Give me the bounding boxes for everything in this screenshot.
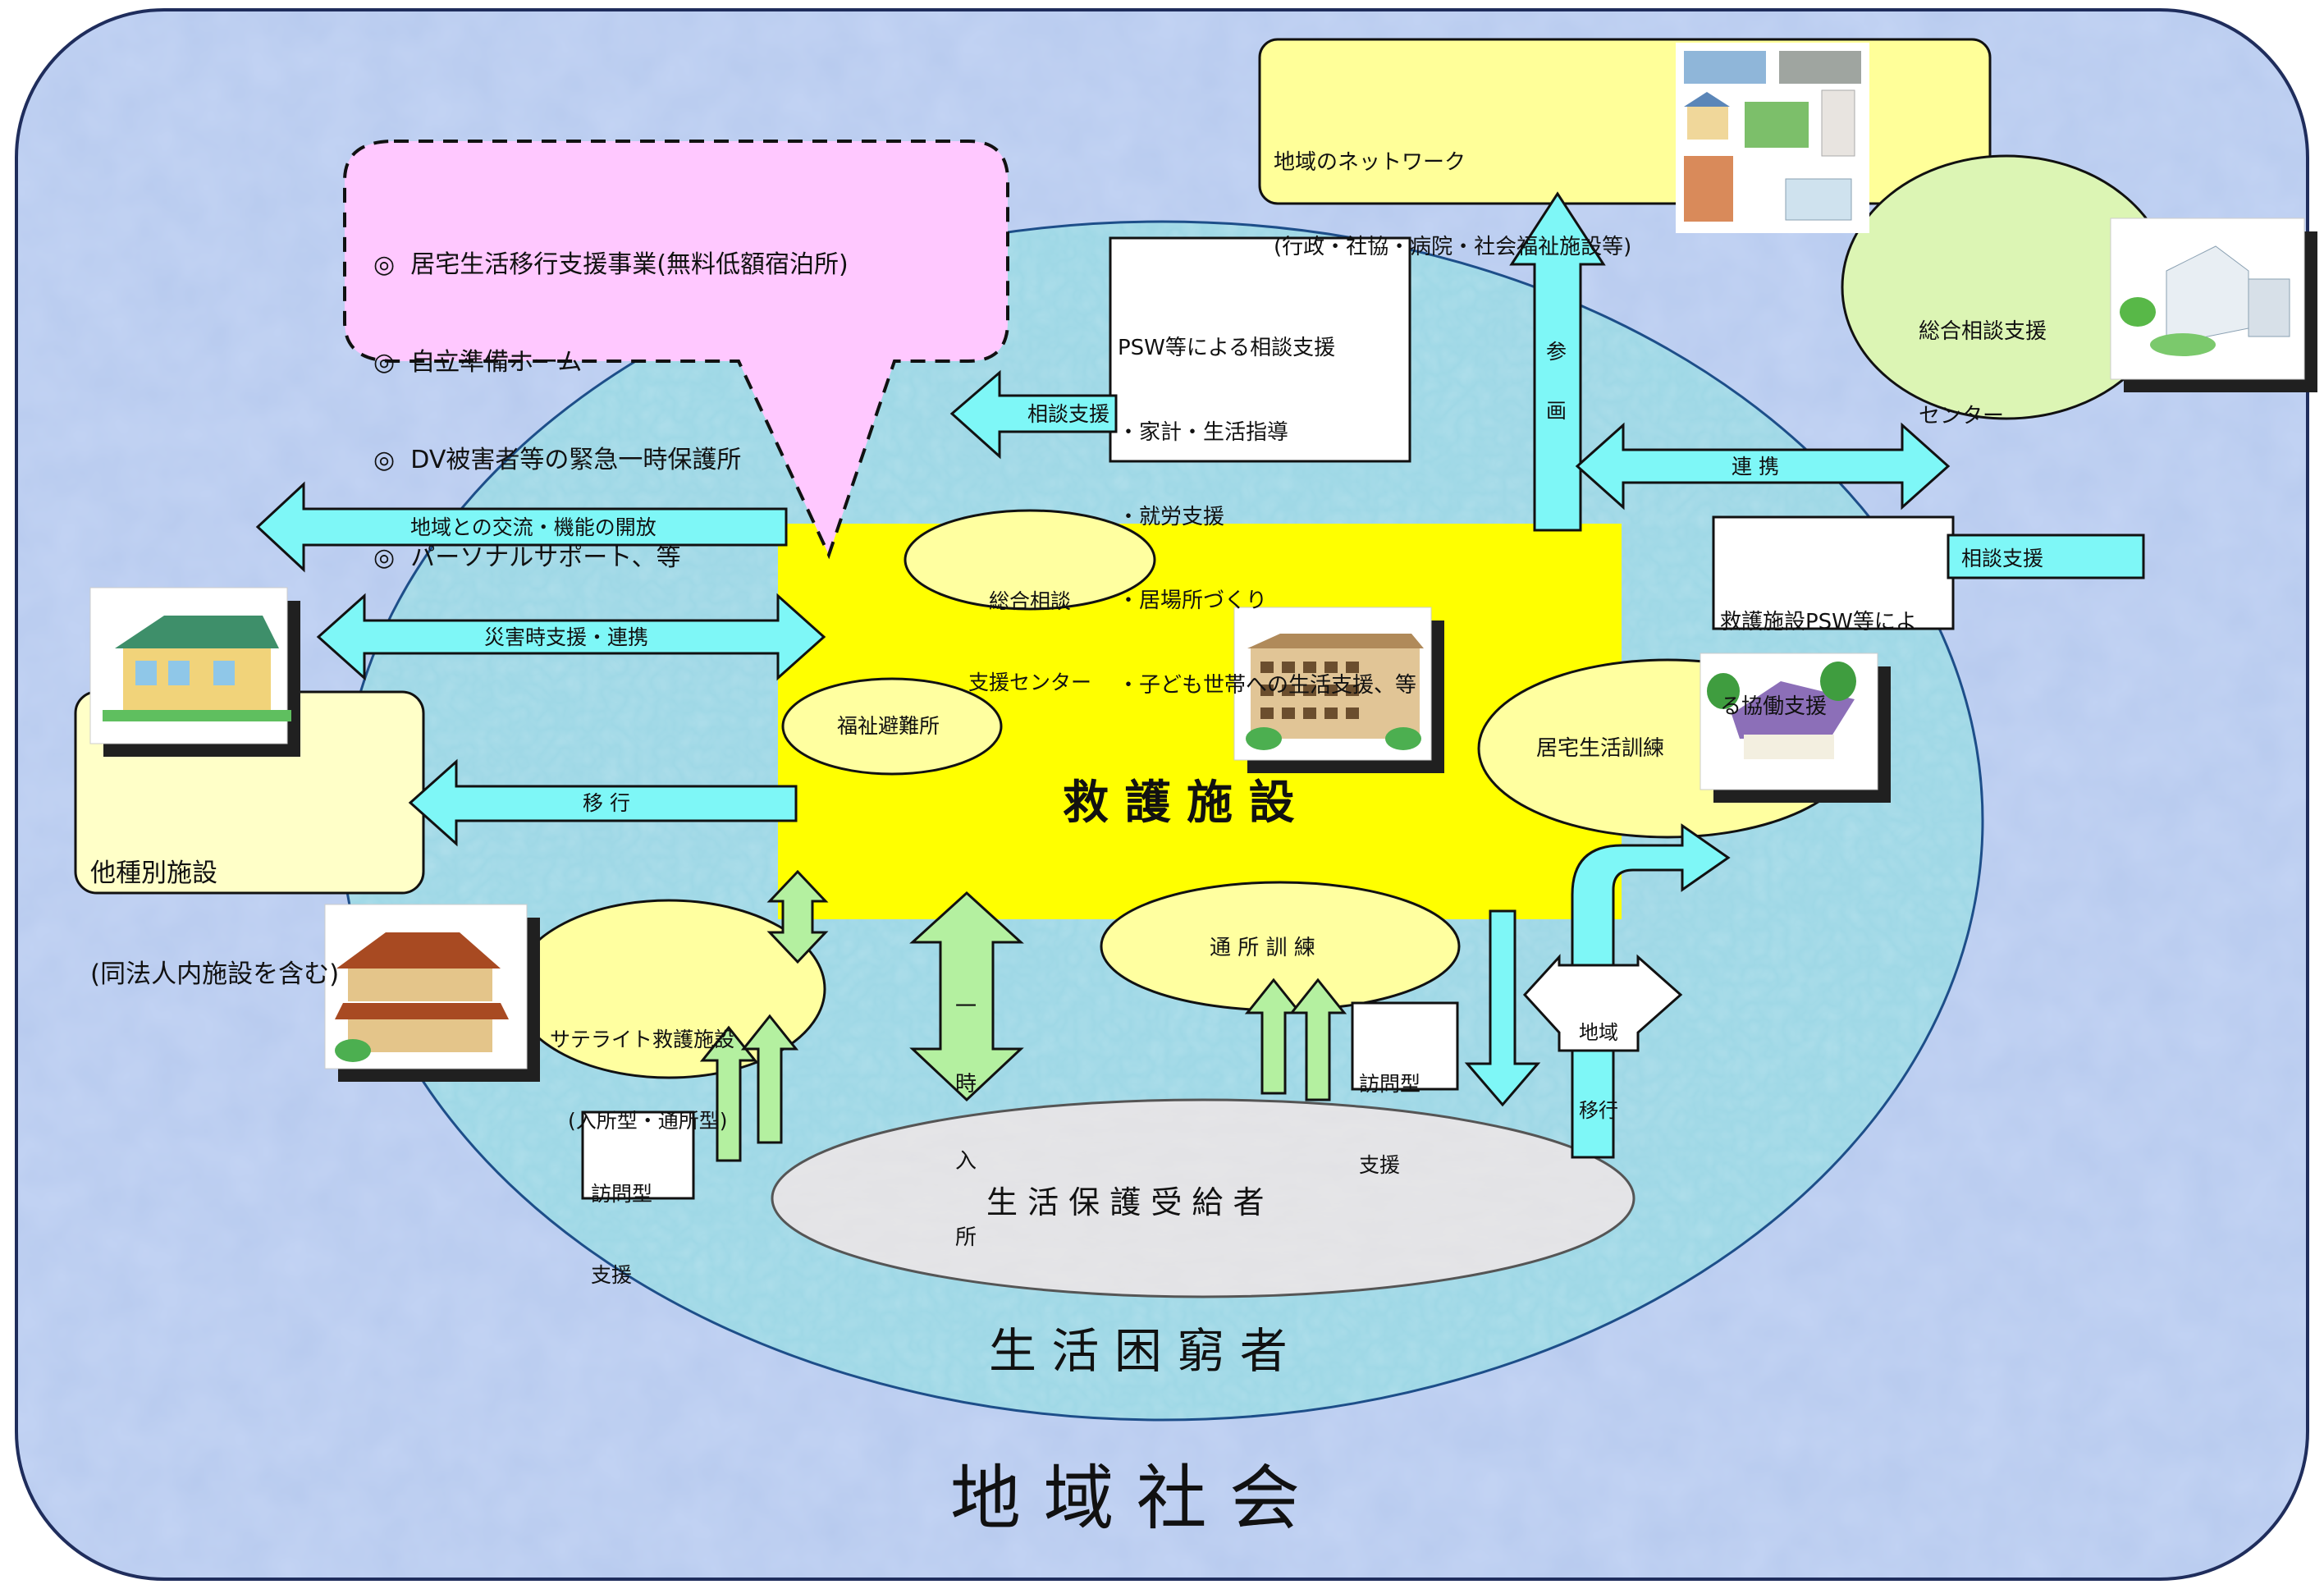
- recipients-area: [771, 1098, 1635, 1298]
- day-training-label: 通 所 訓 練: [1210, 936, 1315, 960]
- consult-right-arrow: [1947, 533, 2145, 579]
- temporary-char: 入: [955, 1148, 977, 1174]
- collab-box: [1712, 515, 1955, 630]
- psw-item: ・家計・生活指導: [1118, 419, 1289, 445]
- satellite-link-arrow: [766, 869, 829, 964]
- psw-item: ・居場所づくり: [1118, 588, 1268, 614]
- villa-icon: [1700, 653, 1891, 803]
- consult-left-arrow: [949, 369, 1118, 460]
- visit-left-line2: 支援: [591, 1263, 633, 1287]
- visit-mid-line2: 支援: [1359, 1153, 1401, 1177]
- participate-label-2: 画: [1546, 399, 1567, 423]
- collab-line1: 救護施設PSW等によ: [1720, 609, 1917, 634]
- satellite-line1: サテライト救護施設: [550, 1028, 735, 1051]
- cooperate-arrow: [1575, 422, 1951, 511]
- consult-right-arrow-label: 相談支援: [1961, 547, 2044, 570]
- community-move-line1: 地域: [1579, 1021, 1618, 1045]
- facility-title: 救 護 施 設: [1063, 776, 1295, 830]
- callout-bubble: [343, 140, 1009, 560]
- exchange-arrow: [255, 481, 788, 573]
- community-move-label: 地域 移行: [1579, 969, 1618, 1151]
- satellite-line2: (入所型・通所型): [568, 1109, 728, 1133]
- home-training-label: 居宅生活訓練: [1536, 736, 1665, 761]
- callout-item: ◎ DV被害者等の緊急一時保護所: [373, 445, 742, 474]
- collab-line2: る協働支援: [1720, 694, 1828, 719]
- exchange-arrow-label: 地域との交流・機能の開放: [410, 515, 656, 539]
- network-line1: 地域のネットワーク: [1274, 149, 1466, 175]
- wooden-house-icon: [324, 904, 540, 1082]
- general-center-outer-line2: センター: [1919, 403, 2005, 428]
- other-facility-label: 他種別施設 (同法人内施設を含む): [90, 790, 339, 1024]
- callout-item: ◎ 居宅生活移行支援事業(無料低額宿泊所): [373, 250, 849, 280]
- psw-item: ・子ども世帯への生活支援、等: [1118, 673, 1417, 698]
- visit-mid-label: 訪問型 支援: [1359, 1016, 1420, 1206]
- welfare-shelter: [781, 677, 1003, 776]
- transfer-arrow: [408, 758, 798, 847]
- satellite-label: サテライト救護施設 (入所型・通所型): [550, 972, 734, 1161]
- city-buildings-icon: [1676, 43, 1869, 233]
- region-label: 地 域 社 会: [950, 1458, 1301, 1540]
- recipients-label: 生 活 保 護 受 給 者: [986, 1184, 1265, 1220]
- hospital-building-icon: [2110, 218, 2317, 392]
- psw-label: PSW等による相談支援 ・家計・生活指導 ・就労支援 ・居場所づくり ・子ども世…: [1118, 277, 1416, 728]
- network-label: 地域のネットワーク (行政・社協・病院・社会福祉施設等): [1274, 92, 1631, 289]
- welfare-shelter-label: 福祉避難所: [837, 714, 940, 738]
- general-center-outer-line1: 総合相談支援: [1919, 318, 2047, 344]
- temporary-char: 時: [955, 1071, 977, 1097]
- temporary-arrow: [909, 891, 1024, 1102]
- poverty-label: 生 活 困 窮 者: [989, 1323, 1288, 1379]
- temporary-char: 一: [955, 995, 977, 1020]
- visit-mid-line1: 訪問型: [1359, 1072, 1421, 1096]
- apartment-building-icon: [1233, 607, 1444, 773]
- transfer-arrow-label: 移 行: [583, 791, 630, 815]
- participate-arrow: [1509, 191, 1606, 532]
- down-arrow: [1464, 909, 1541, 1107]
- callout-item: ◎ パーソナルサポート、等: [373, 543, 681, 572]
- general-center-outer-label: 総合相談支援 センター: [1919, 261, 2047, 458]
- other-facility-line2: (同法人内施設を含む): [90, 959, 340, 989]
- general-center-inner: [904, 509, 1156, 611]
- house-icon: [89, 587, 300, 757]
- temporary-arrow-label: 一 時 入 所: [955, 944, 977, 1276]
- community-move-arrow: [1522, 954, 1683, 1052]
- collab-label: 救護施設PSW等によ る協働支援: [1720, 552, 1917, 749]
- visit-left-line1: 訪問型: [591, 1182, 653, 1206]
- visit-mid-box: [1351, 1001, 1459, 1091]
- visit-left-label: 訪問型 支援: [591, 1126, 652, 1316]
- general-center-inner-line1: 総合相談: [988, 589, 1071, 613]
- other-facility-line1: 他種別施設: [90, 858, 217, 888]
- network-line2: (行政・社協・病院・社会福祉施設等): [1274, 234, 1632, 259]
- participate-label-1: 参: [1546, 340, 1567, 364]
- community-move-line2: 移行: [1579, 1099, 1618, 1123]
- visit-left-box: [581, 1110, 695, 1200]
- cooperate-arrow-label: 連 携: [1732, 455, 1779, 479]
- callout-list: ◎ 居宅生活移行支援事業(無料低額宿泊所) ◎ 自立準備ホーム ◎ DV被害者等…: [373, 184, 849, 607]
- psw-box: [1109, 236, 1411, 463]
- visit-left-arrow-2: [740, 1014, 799, 1144]
- visit-left-arrow-1: [699, 1025, 758, 1162]
- general-center-inner-line2: 支援センター: [968, 671, 1091, 694]
- consult-left-arrow-label: 相談支援: [1027, 402, 1110, 426]
- psw-item: ・就労支援: [1118, 504, 1225, 529]
- psw-title: PSW等による相談支援: [1118, 335, 1336, 360]
- temporary-char: 所: [955, 1225, 977, 1251]
- visit-mid-arrow-2: [1288, 978, 1347, 1101]
- disaster-arrow: [316, 593, 826, 681]
- disaster-arrow-label: 災害時支援・連携: [484, 625, 649, 649]
- general-center-inner-label: 総合相談 支援センター: [960, 533, 1100, 723]
- community-curve-arrow: [1571, 823, 1731, 1159]
- callout-item: ◎ 自立準備ホーム: [373, 347, 583, 377]
